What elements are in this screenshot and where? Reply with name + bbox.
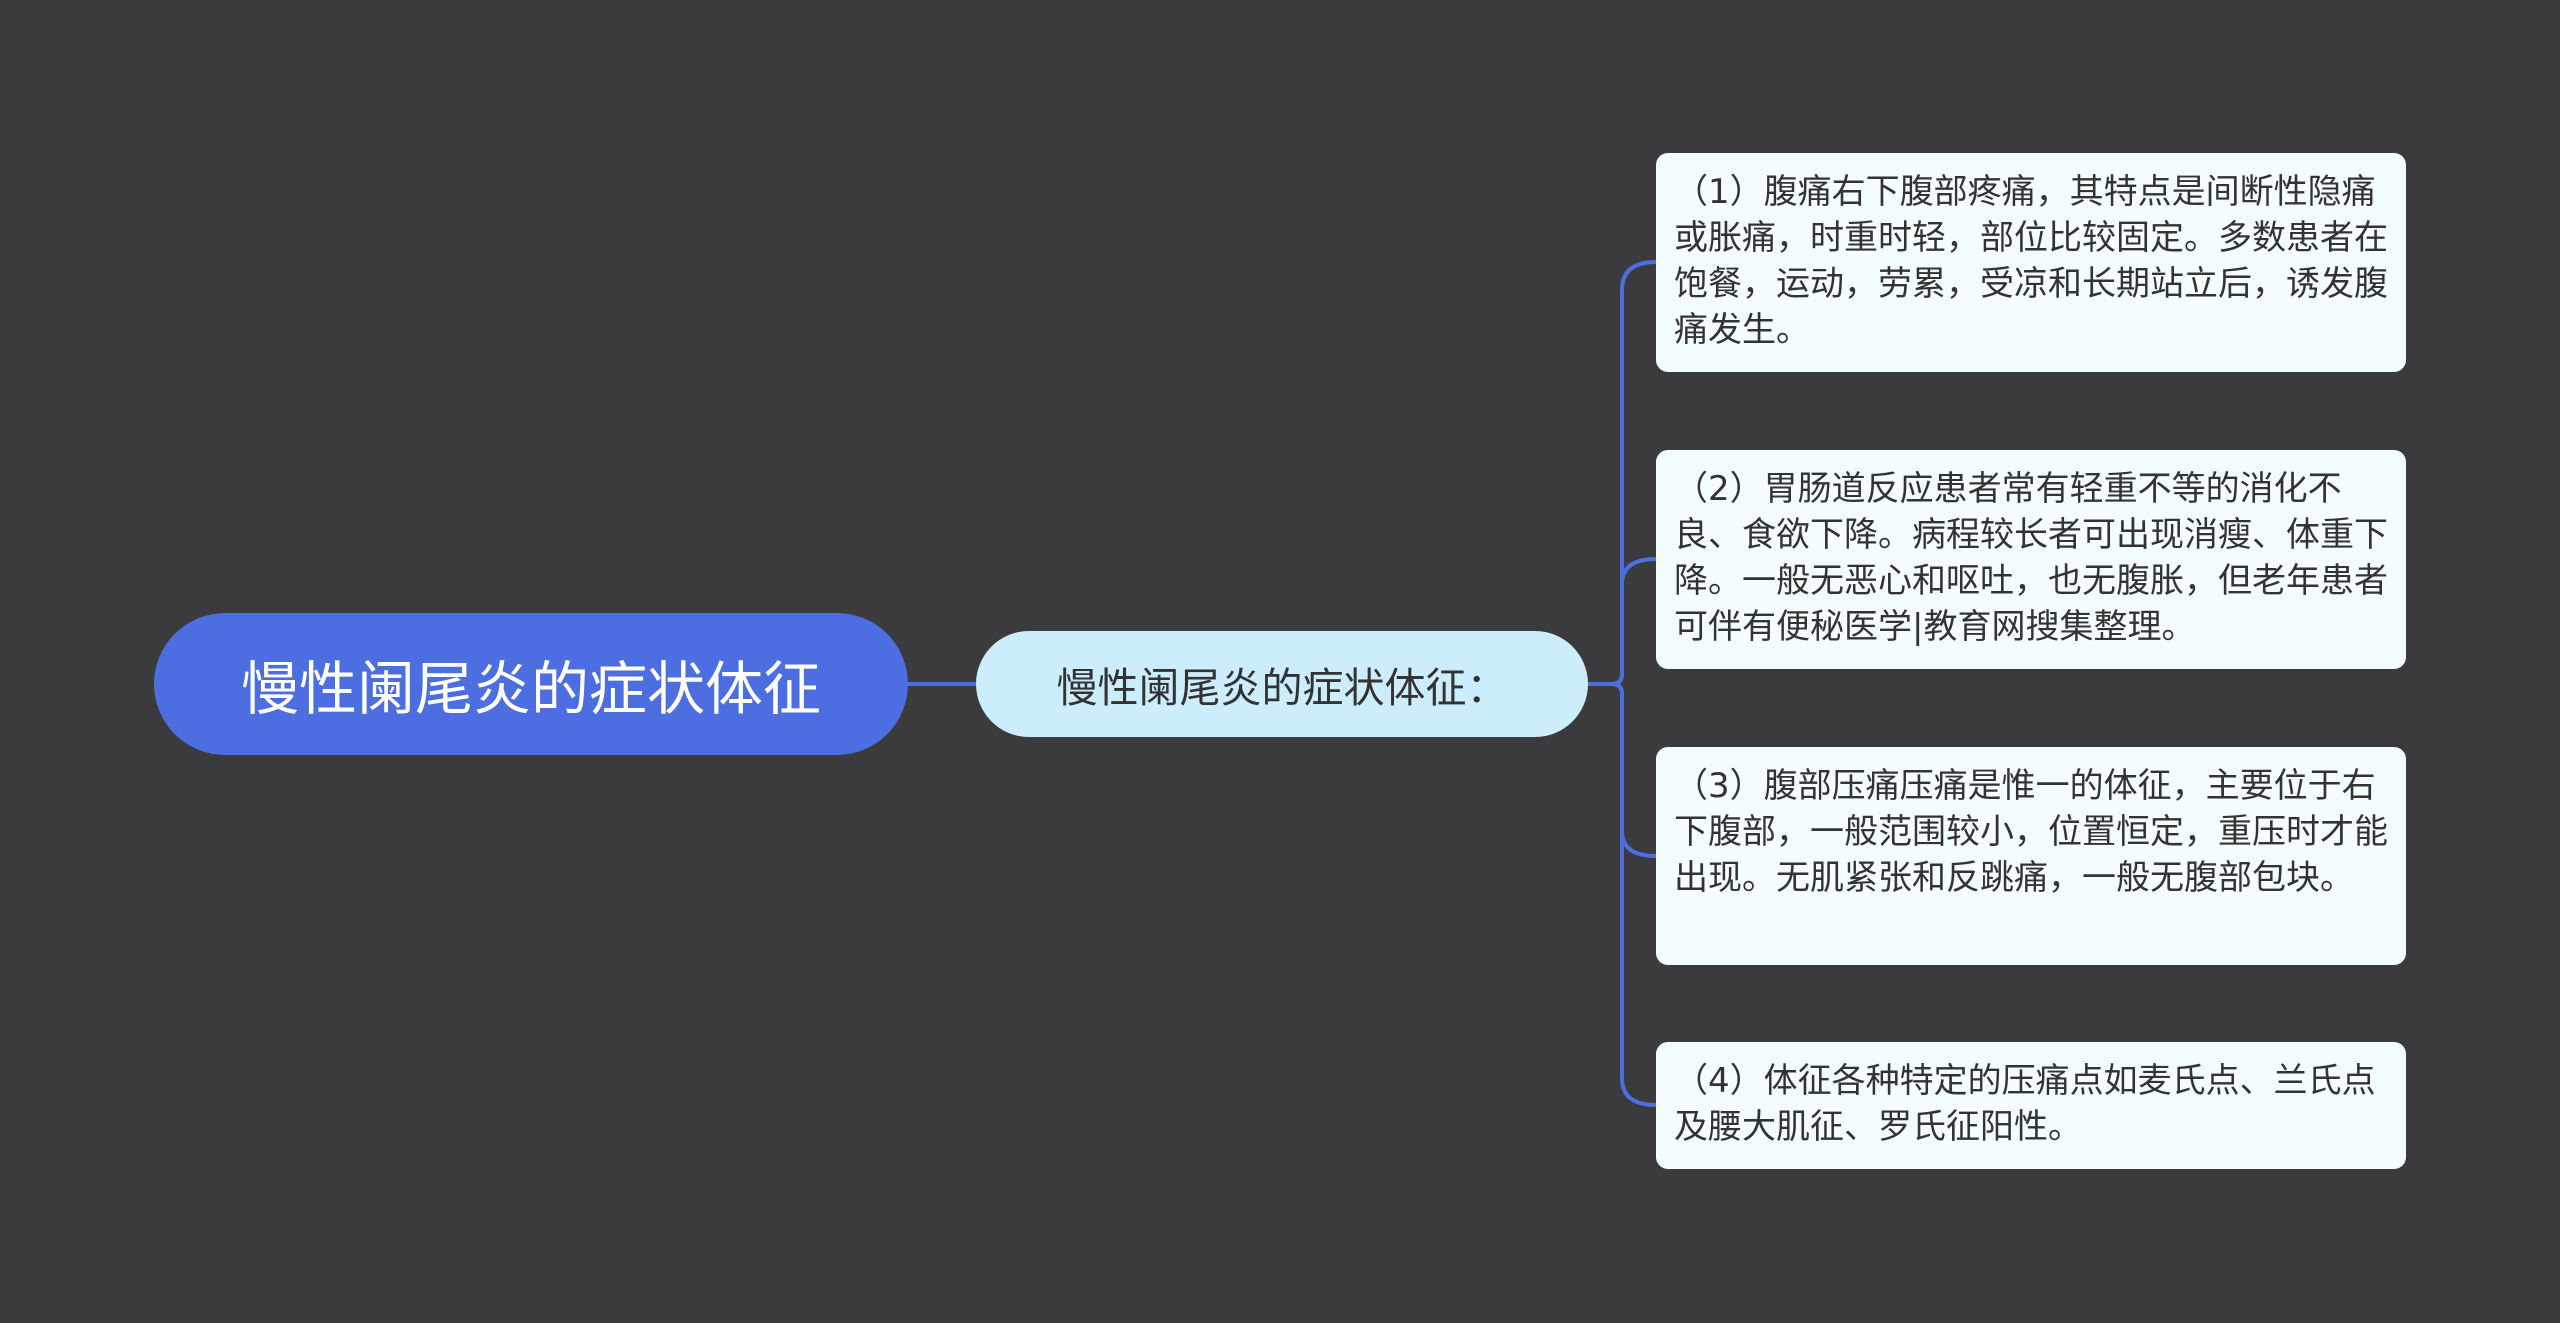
leaf-node-1[interactable]: （1）腹痛右下腹部疼痛，其特点是间断性隐痛或胀痛，时重时轻，部位比较固定。多数患… xyxy=(1656,153,2406,372)
leaf-node-4[interactable]: （4）体征各种特定的压痛点如麦氏点、兰氏点及腰大肌征、罗氏征阳性。 xyxy=(1656,1042,2406,1169)
subtopic-node[interactable]: 慢性阑尾炎的症状体征： xyxy=(976,631,1588,737)
subtopic-node-label: 慢性阑尾炎的症状体征： xyxy=(1056,664,1508,712)
root-node[interactable]: 慢性阑尾炎的症状体征 xyxy=(154,613,908,755)
leaf-node-2-text: （2）胃肠道反应患者常有轻重不等的消化不良、食欲下降。病程较长者可出现消瘦、体重… xyxy=(1674,469,2388,647)
leaf-node-2[interactable]: （2）胃肠道反应患者常有轻重不等的消化不良、食欲下降。病程较长者可出现消瘦、体重… xyxy=(1656,450,2406,669)
sub-to-leaf-4-connector xyxy=(1588,682,1657,1107)
sub-to-leaf-2-connector xyxy=(1588,557,1657,686)
root-node-label: 慢性阑尾炎的症状体征 xyxy=(240,655,821,723)
leaf-node-1-text: （1）腹痛右下腹部疼痛，其特点是间断性隐痛或胀痛，时重时轻，部位比较固定。多数患… xyxy=(1674,172,2388,350)
leaf-node-3[interactable]: （3）腹部压痛压痛是惟一的体征，主要位于右下腹部，一般范围较小，位置恒定，重压时… xyxy=(1656,747,2406,965)
leaf-node-4-text: （4）体征各种特定的压痛点如麦氏点、兰氏点及腰大肌征、罗氏征阳性。 xyxy=(1674,1061,2376,1147)
leaf-node-3-text: （3）腹部压痛压痛是惟一的体征，主要位于右下腹部，一般范围较小，位置恒定，重压时… xyxy=(1674,766,2388,898)
